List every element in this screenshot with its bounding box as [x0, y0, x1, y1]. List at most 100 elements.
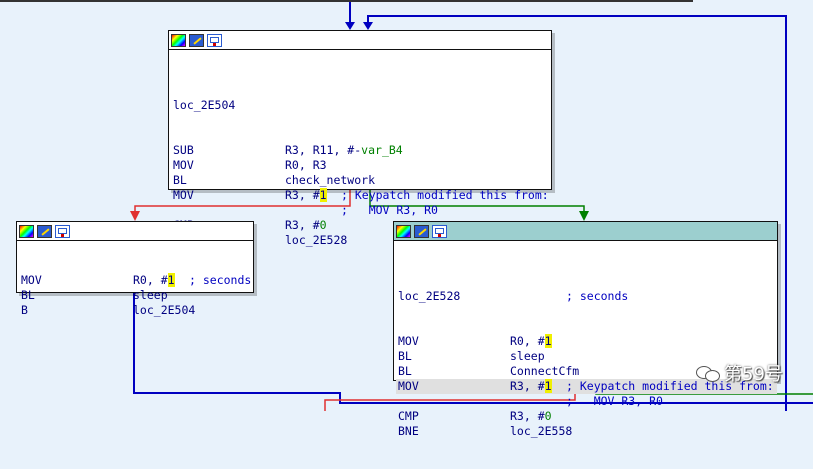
operand-text[interactable]: sleep: [133, 288, 168, 302]
code-row[interactable]: SUB R3, R11, #-var_B4: [171, 143, 551, 158]
code-label[interactable]: loc_2E504: [173, 98, 236, 112]
highlighted-immediate: 1: [167, 273, 175, 287]
code-label[interactable]: loc_2E528: [398, 289, 461, 303]
code-label-row: loc_2E504: [171, 98, 551, 113]
operand-text: 0: [544, 409, 552, 423]
highlighted-immediate: 1: [319, 188, 327, 202]
code-row[interactable]: ; MOV R3, R0: [171, 203, 551, 218]
code-row[interactable]: MOV R3, #1 ; Keypatch modified this from:: [396, 379, 777, 394]
operands: R3, #1: [285, 188, 327, 203]
edge-left-to-bottom: [133, 292, 813, 404]
color-palette-icon[interactable]: [396, 224, 411, 238]
edit-node-icon[interactable]: [189, 33, 204, 47]
code-label-row: loc_2E528 ; seconds: [396, 289, 777, 304]
code-row[interactable]: BL sleep: [19, 288, 253, 303]
graph-view-icon[interactable]: [55, 224, 70, 238]
operands: R0, R3: [285, 158, 327, 173]
operands: loc_2E558: [510, 424, 572, 439]
operand-text[interactable]: R3, #: [510, 379, 545, 393]
arrowhead-true: [579, 211, 589, 221]
operands: check_network: [285, 173, 375, 188]
code-row[interactable]: MOV R3, #1 ; Keypatch modified this from:: [171, 188, 551, 203]
highlighted-immediate: 1: [544, 334, 552, 348]
operands: R3, #0: [285, 218, 327, 233]
operand-text[interactable]: R0, R3: [285, 158, 327, 172]
operand-text[interactable]: loc_2E504: [133, 303, 196, 317]
operands: sleep: [133, 288, 168, 303]
stack-variable[interactable]: var_B4: [361, 143, 403, 157]
operand-text[interactable]: R3, #: [285, 188, 320, 202]
operands: loc_2E528: [285, 233, 347, 248]
operands: R3, #1: [510, 379, 552, 394]
operands: R3, #0: [510, 409, 552, 424]
operands: R3, R11, #-var_B4: [285, 143, 403, 158]
node-header: [169, 31, 551, 50]
operand-text[interactable]: R0, #: [510, 334, 545, 348]
arrowhead-loop: [363, 22, 373, 30]
mnemonic: MOV: [173, 158, 194, 172]
operand-text[interactable]: check_network: [285, 173, 376, 187]
mnemonic: MOV: [21, 273, 42, 287]
operand-text[interactable]: R3, #: [510, 409, 545, 423]
code-comment: ; Keypatch modified this from:: [566, 379, 774, 393]
code-row[interactable]: MOV R0, R3: [171, 158, 551, 173]
code-comment: ; Keypatch modified this from:: [341, 188, 549, 202]
watermark-text: 第59号: [724, 364, 783, 385]
color-palette-icon[interactable]: [19, 224, 34, 238]
mnemonic: BL: [21, 288, 35, 302]
code-row[interactable]: BL check_network: [171, 173, 551, 188]
operands: R0, #1: [510, 334, 552, 349]
operand-text[interactable]: loc_2E558: [510, 424, 573, 438]
graph-view-icon[interactable]: [432, 224, 447, 238]
code-comment: ; MOV R3, R0: [341, 203, 438, 217]
edit-node-icon[interactable]: [414, 224, 429, 238]
arrowhead-entry: [345, 22, 355, 30]
code-row[interactable]: BL sleep: [396, 349, 777, 364]
code-comment: ; seconds: [189, 273, 252, 287]
code-row[interactable]: BL ConnectCfm: [396, 364, 777, 379]
mnemonic: BL: [398, 364, 412, 378]
edge-loop-back: [367, 15, 787, 411]
mnemonic: MOV: [173, 188, 194, 202]
operands: sleep: [510, 349, 545, 364]
operand-text[interactable]: R3, R11, #-: [285, 143, 362, 157]
mnemonic: BNE: [398, 424, 419, 438]
operands: loc_2E504: [133, 303, 195, 318]
node-header: [17, 222, 253, 241]
operand-text[interactable]: sleep: [510, 349, 545, 363]
operand-text[interactable]: loc_2E528: [285, 233, 348, 247]
code-comment: ; seconds: [566, 289, 629, 303]
mnemonic: B: [21, 303, 28, 317]
watermark: 第59号: [696, 360, 783, 386]
operand-text[interactable]: R0, #: [133, 273, 168, 287]
operands: R0, #1: [133, 273, 175, 288]
wechat-logo-icon: [696, 364, 720, 382]
code-row[interactable]: BNE loc_2E558: [396, 424, 777, 439]
color-palette-icon[interactable]: [171, 33, 186, 47]
operand-text[interactable]: R3, #: [285, 218, 320, 232]
edit-node-icon[interactable]: [37, 224, 52, 238]
highlighted-immediate: 1: [544, 379, 552, 393]
operands: ConnectCfm: [510, 364, 579, 379]
mnemonic: MOV: [398, 334, 419, 348]
mnemonic: SUB: [173, 143, 194, 157]
mnemonic: BL: [398, 349, 412, 363]
graph-view-icon[interactable]: [207, 33, 222, 47]
operand-text[interactable]: ConnectCfm: [510, 364, 580, 378]
mnemonic: MOV: [398, 379, 419, 393]
arrowhead-false: [130, 211, 140, 221]
code-row[interactable]: ; MOV R3, R0: [396, 394, 777, 409]
code-row[interactable]: MOV R0, #1: [396, 334, 777, 349]
node-header: [394, 222, 777, 241]
mnemonic: BL: [173, 173, 187, 187]
edge-true-branch: [369, 190, 585, 212]
code-row[interactable]: MOV R0, #1 ; seconds: [19, 273, 253, 288]
